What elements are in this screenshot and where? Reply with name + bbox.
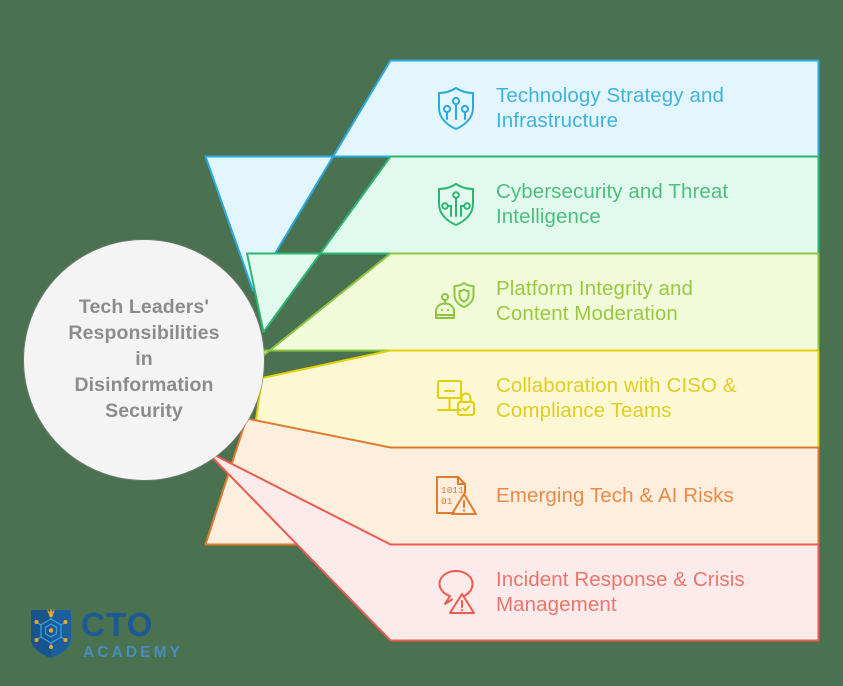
branch-row-2[interactable]: Cybersecurity and Threat Intelligence (424, 156, 818, 253)
branch-row-4[interactable]: Collaboration with CISO & Compliance Tea… (424, 350, 818, 447)
branch-shapes (204, 59, 820, 642)
svg-text:1011: 1011 (441, 485, 464, 496)
branch-label-2: Cybersecurity and Threat Intelligence (496, 180, 729, 229)
logo-wordmark: CTO ACADEMY (81, 606, 183, 661)
hub-title: Tech Leaders' Responsibilities in Disinf… (68, 296, 220, 422)
bot-shield-icon (430, 275, 482, 327)
branch-label-4: Collaboration with CISO & Compliance Tea… (496, 374, 737, 423)
binary-file-warning-icon: 1011 01 (430, 469, 482, 521)
cto-academy-logo: CTO ACADEMY (28, 602, 188, 664)
shield-circuit-icon (430, 82, 482, 134)
logo-primary-text: CTO (81, 605, 154, 643)
branch-row-5[interactable]: 1011 01 Emerging Tech & AI Risks (424, 447, 818, 544)
branch-label-1: Technology Strategy and Infrastructure (496, 84, 724, 133)
branch-row-3[interactable]: Platform Integrity and Content Moderatio… (424, 253, 818, 350)
branch-label-3: Platform Integrity and Content Moderatio… (496, 277, 694, 326)
central-hub: Tech Leaders' Responsibilities in Disinf… (24, 240, 264, 480)
branch-label-6: Incident Response & Crisis Management (496, 568, 745, 617)
monitor-lock-icon (430, 372, 482, 424)
branch-shape-5 (204, 417, 820, 546)
logo-secondary-text: ACADEMY (83, 643, 184, 661)
branch-shape-6 (204, 449, 820, 642)
branch-shape-1 (204, 59, 820, 292)
branch-shape-2 (246, 155, 820, 333)
branch-label-5: Emerging Tech & AI Risks (496, 483, 734, 507)
branch-row-1[interactable]: Technology Strategy and Infrastructure (424, 60, 818, 157)
svg-text:01: 01 (441, 496, 453, 507)
speech-bubble-warning-icon (430, 566, 482, 618)
branch-row-6[interactable]: Incident Response & Crisis Management (424, 544, 818, 641)
shield-network-icon (430, 178, 482, 230)
shield-hexagon-circuit-icon (28, 606, 74, 660)
